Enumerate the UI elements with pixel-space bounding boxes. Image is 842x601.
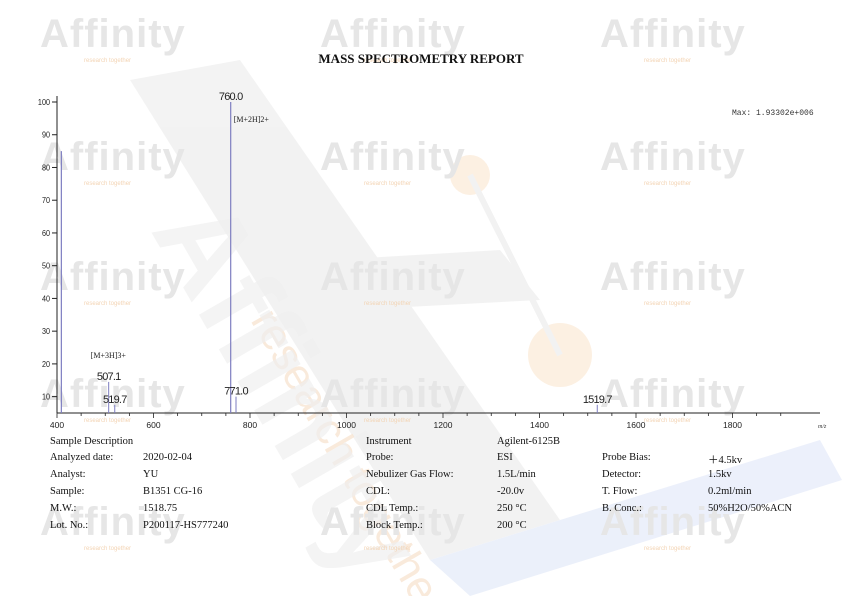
y-tick-label: 60 <box>42 228 51 238</box>
sample-field-label: Analyst: <box>50 469 86 480</box>
y-tick-label: 40 <box>42 294 51 304</box>
instrument-field-value: 1.5L/min <box>497 469 536 480</box>
mass-spectrum-chart: 10 20 30 40 50 60 70 80 90 100 400 600 800 1000 1200 1… <box>38 91 827 430</box>
max-intensity-label: Max: 1.93302e+006 <box>732 109 814 118</box>
condition-field-value: 0.2ml/min <box>708 486 752 497</box>
peak-mz-label: 771.0 <box>224 386 248 398</box>
y-tick-label: 10 <box>42 392 51 402</box>
watermark-tagline: research together <box>364 546 412 552</box>
sample-field-value: P200117-HS777240 <box>143 520 229 531</box>
watermark-large-swoosh <box>430 440 842 596</box>
condition-field-label: Detector: <box>602 469 642 480</box>
instrument-field-value: 200 °C <box>497 520 527 531</box>
x-tick-label: 400 <box>50 420 64 430</box>
x-tick-label: 1600 <box>627 420 646 430</box>
instrument-field-label: Probe: <box>366 452 394 463</box>
peak-annotation: [M+2H]2+ <box>234 115 270 124</box>
instrument-heading: Instrument <box>366 436 412 447</box>
x-tick-label: 800 <box>243 420 257 430</box>
sample-heading: Sample Description <box>50 436 134 447</box>
instrument-field-value: 250 °C <box>497 503 527 514</box>
sample-field-value: YU <box>143 469 159 480</box>
x-tick-label: 600 <box>146 420 160 430</box>
condition-field-value: 1.5kv <box>708 469 732 480</box>
watermark-tagline: research together <box>644 546 692 552</box>
watermark-tagline: research together <box>84 546 132 552</box>
instrument-field-value: -20.0v <box>497 486 525 497</box>
y-tick-label: 90 <box>42 130 51 140</box>
sample-field-label: Analyzed date: <box>50 452 114 463</box>
sample-field-label: M.W.: <box>50 503 77 514</box>
report-title: MASS SPECTROMETRY REPORT <box>318 51 524 66</box>
peak-mz-label: 1519.7 <box>583 394 613 406</box>
condition-field-label: B. Conc.: <box>602 503 642 514</box>
instrument-name: Agilent-6125B <box>497 436 560 447</box>
peak-annotation: [M+3H]3+ <box>91 351 127 360</box>
instrument-field-label: CDL: <box>366 486 390 497</box>
sample-field-value: 1518.75 <box>143 503 178 514</box>
sample-field-value: 2020-02-04 <box>143 452 192 463</box>
instrument-field-label: Nebulizer Gas Flow: <box>366 469 454 480</box>
sample-field-value: B1351 CG-16 <box>143 486 203 497</box>
peak-mz-label: 760.0 <box>219 91 243 103</box>
condition-field-value: ＋4.5kv <box>708 455 743 466</box>
sample-field-label: Lot. No.: <box>50 520 89 531</box>
y-tick-label: 20 <box>42 359 51 369</box>
peak-mz-label: 519.7 <box>103 394 127 406</box>
y-tick-label: 80 <box>42 163 51 173</box>
x-tick-label: 1000 <box>337 420 356 430</box>
y-tick-label: 100 <box>38 97 51 107</box>
condition-field-label: T. Flow: <box>602 486 638 497</box>
x-tick-label: 1800 <box>723 420 742 430</box>
x-tick-label: 1200 <box>434 420 453 430</box>
instrument-field-label: Block Temp.: <box>366 520 423 531</box>
condition-field-value: 50%H2O/50%ACN <box>708 503 792 514</box>
x-unit-label: m/z <box>818 424 827 430</box>
sample-field-label: Sample: <box>50 486 85 497</box>
peak-mz-label: 507.1 <box>97 371 121 383</box>
y-tick-label: 30 <box>42 327 51 337</box>
instrument-field-label: CDL Temp.: <box>366 503 419 514</box>
y-tick-label: 50 <box>42 261 51 271</box>
instrument-field-value: ESI <box>497 452 513 463</box>
condition-field-label: Probe Bias: <box>602 452 651 463</box>
y-tick-label: 70 <box>42 196 51 206</box>
x-tick-label: 1400 <box>530 420 549 430</box>
